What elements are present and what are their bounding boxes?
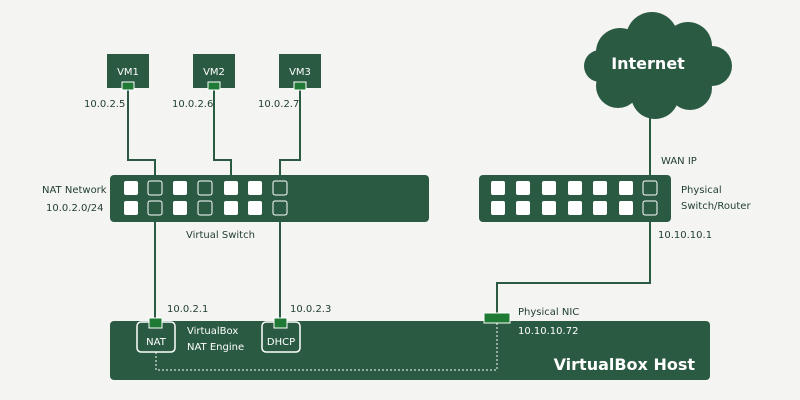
physical-switch-port-bottom-6 (619, 201, 633, 215)
nat-box-port (148, 317, 163, 329)
vm-2[interactable]: VM2 10.0.2.6 (172, 54, 235, 110)
vm-2-ip: 10.0.2.6 (172, 99, 213, 110)
virtual-switch-port-top-5 (224, 181, 238, 195)
physical-switch-port-top-4 (568, 181, 582, 195)
link-vm2-switch (213, 86, 232, 183)
virtual-switch-port-bottom-4 (197, 200, 213, 216)
physical-switch-port-bottom-5 (593, 201, 607, 215)
nat-engine-internal-link (155, 323, 498, 371)
physical-switch-port-bottom-2 (516, 201, 530, 215)
vm-1-ip: 10.0.2.5 (84, 99, 125, 110)
virtual-switch-port-top-7 (272, 180, 288, 196)
physical-switch-port-top-3 (542, 181, 556, 195)
nat-box[interactable]: NAT (136, 317, 176, 353)
virtual-switch-port-bottom-5 (224, 201, 238, 215)
virtual-switch[interactable]: NAT Network 10.0.2.0/24 Virtual Switch (42, 175, 429, 241)
vm-3-label: VM3 (289, 67, 311, 78)
dhcp-box-port (273, 317, 288, 329)
physical-switch-port-bottom-3 (542, 201, 556, 215)
virtual-switch-port-top-4 (197, 180, 213, 196)
virtualbox-host-title: VirtualBox Host (554, 355, 696, 374)
physical-switch-port-top-5 (593, 181, 607, 195)
virtualbox-host[interactable]: NAT DHCP 10.0.2.1 10.0.2.3 VirtualBox NA… (110, 304, 710, 380)
physical-switch-port-bottom-4 (568, 201, 582, 215)
physical-nic-port (483, 312, 511, 324)
nat-engine-line2: NAT Engine (187, 342, 244, 353)
dhcp-ip: 10.0.2.3 (290, 304, 331, 315)
link-switch-nic (496, 215, 651, 315)
physical-switch-ports (491, 180, 658, 216)
vm-3-port (293, 81, 307, 91)
nat-engine-line1: VirtualBox (187, 326, 238, 337)
virtualbox-host-body[interactable] (110, 321, 710, 380)
dhcp-box-label: DHCP (267, 337, 295, 348)
physical-switch-port-top-2 (516, 181, 530, 195)
physical-switch-line1: Physical (681, 185, 722, 196)
nat-box-label: NAT (146, 337, 167, 348)
vm-1-label: VM1 (117, 67, 139, 78)
physical-switch-line2: Switch/Router (681, 201, 751, 212)
vm-3[interactable]: VM3 10.0.2.7 (258, 54, 321, 110)
physical-switch-port-top-6 (619, 181, 633, 195)
physical-switch-port-top-7 (642, 180, 658, 196)
nat-network-title: NAT Network (42, 185, 107, 196)
internet-label: Internet (611, 54, 685, 73)
physical-nic-ip: 10.10.10.72 (518, 326, 578, 337)
wan-ip-label: WAN IP (661, 156, 697, 167)
virtual-switch-port-top-2 (147, 180, 163, 196)
physical-nic-label: Physical NIC (518, 307, 579, 318)
virtual-switch-port-bottom-6 (248, 201, 262, 215)
physical-switch-port-top-1 (491, 181, 505, 195)
virtual-switch-body[interactable] (110, 175, 429, 222)
physical-switch-port-bottom-1 (491, 201, 505, 215)
virtual-switch-port-top-1 (124, 181, 138, 195)
virtual-switch-ports (124, 180, 288, 216)
virtual-switch-port-bottom-3 (173, 201, 187, 215)
internet-cloud: Internet (584, 12, 732, 119)
virtual-switch-port-bottom-7 (272, 200, 288, 216)
physical-switch-lan-ip: 10.10.10.1 (658, 230, 712, 241)
vm-3-ip: 10.0.2.7 (258, 99, 299, 110)
virtual-switch-port-top-6 (248, 181, 262, 195)
vm-1[interactable]: VM1 10.0.2.5 (84, 54, 149, 110)
physical-switch[interactable]: WAN IP Physical Switch/Router 10.10.10.1 (479, 156, 751, 241)
vm-2-port (207, 81, 221, 91)
virtual-switch-label: Virtual Switch (186, 230, 255, 241)
vm-2-label: VM2 (203, 67, 225, 78)
virtual-switch-port-bottom-2 (147, 200, 163, 216)
physical-switch-port-bottom-7 (642, 200, 658, 216)
virtual-switch-port-bottom-1 (124, 201, 138, 215)
link-vm1-switch (127, 86, 156, 183)
dhcp-box[interactable]: DHCP (261, 317, 301, 353)
vm-1-port (121, 81, 135, 91)
virtual-switch-port-top-3 (173, 181, 187, 195)
nat-network-subnet: 10.0.2.0/24 (46, 203, 103, 214)
links (127, 86, 651, 322)
link-vm3-switch (279, 86, 301, 183)
nat-ip: 10.0.2.1 (167, 304, 208, 315)
